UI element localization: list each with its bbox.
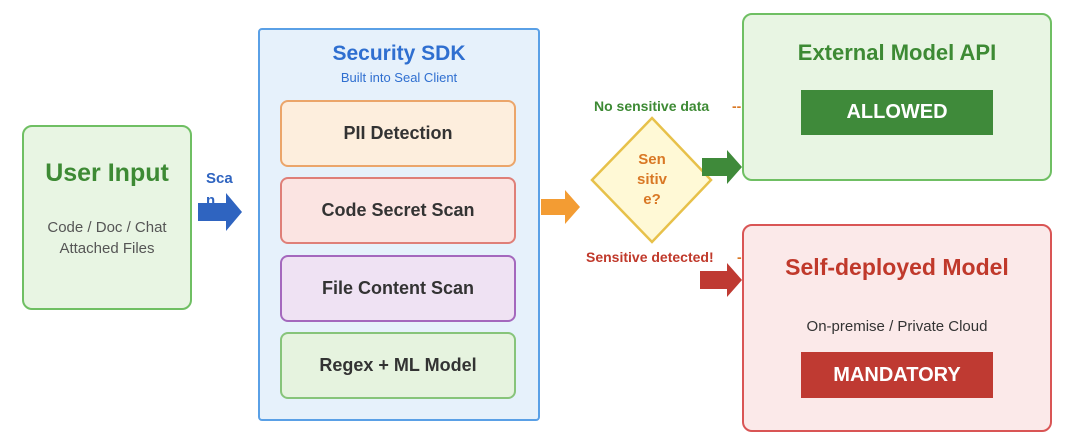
no-sensitive-label: No sensitive data [594,98,710,114]
arrow-to-self-deployed [700,263,742,297]
module-file-content-scan: File Content Scan [280,255,516,322]
self-deployed-box: Self-deployed Model On-premise / Private… [742,224,1052,432]
scan-label: Sca n [206,170,233,209]
user-input-line: Attached Files [59,240,155,257]
decision-diamond [590,116,713,244]
arrow-to-external [702,150,742,184]
arrow-to-decision [541,190,580,224]
decision-line: sitiv [636,171,667,188]
module-code-secret-scan: Code Secret Scan [280,177,516,244]
self-deployed-title: Self-deployed Model [785,254,1009,280]
user-input-title: User Input [45,159,169,187]
security-sdk-box: Security SDK Built into Seal Client PII … [258,28,540,421]
sdk-subtitle: Built into Seal Client [340,70,458,85]
user-input-box: User Input Code / Doc / Chat Attached Fi… [22,125,192,310]
mandatory-badge: MANDATORY [801,352,993,398]
decision-label: Sen sitiv e? [612,150,692,210]
decision-line: Sen [638,151,666,168]
module-pii-detection: PII Detection [280,100,516,167]
user-input-line: Code / Doc / Chat [47,219,167,236]
external-model-box: External Model API ALLOWED [742,13,1052,181]
self-deployed-subtitle: On-premise / Private Cloud [806,318,988,335]
sensitive-detected-label: Sensitive detected! [586,249,714,265]
decision-line: e? [643,191,661,208]
arrow-to-sdk [198,193,242,231]
allowed-badge: ALLOWED [801,90,993,135]
user-input-description: Code / Doc / Chat Attached Files [24,217,190,259]
module-regex-ml-model: Regex + ML Model [280,332,516,399]
external-model-title: External Model API [797,40,997,65]
sdk-title: Security SDK [332,42,466,65]
